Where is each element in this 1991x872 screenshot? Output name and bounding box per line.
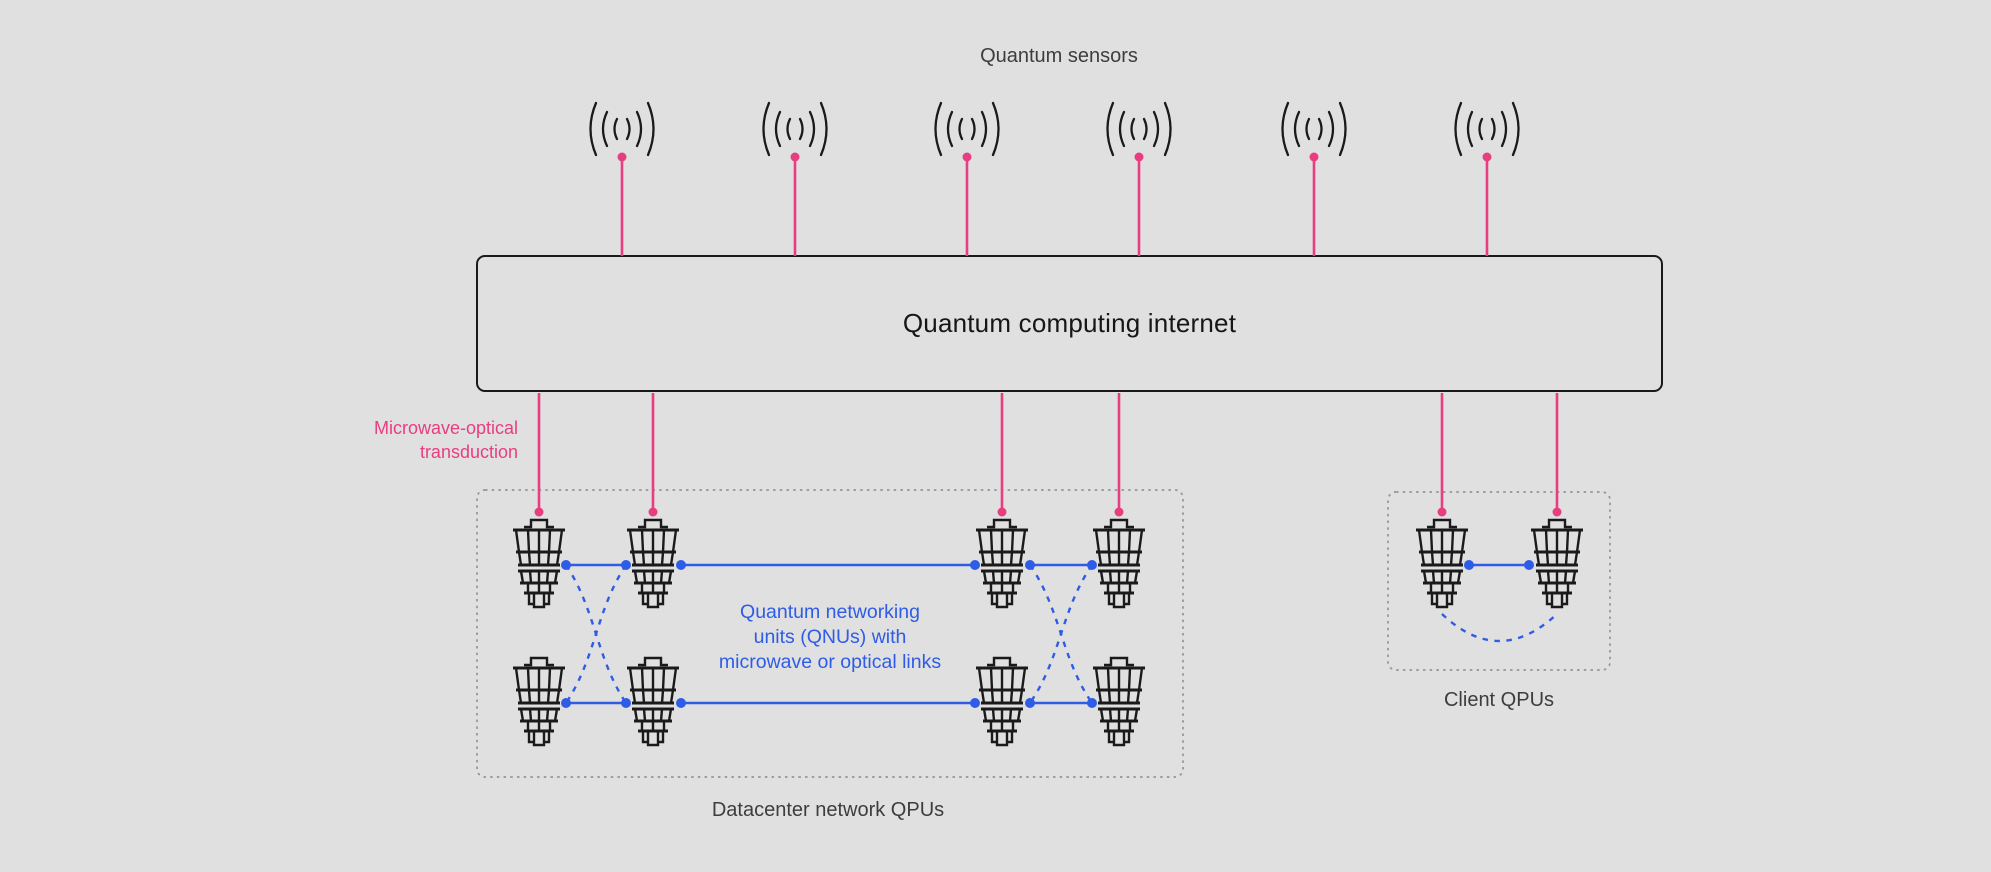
transduction-lines xyxy=(537,393,1559,512)
radio-wave-sensor-icon xyxy=(757,101,833,171)
sensor-link-dots xyxy=(617,152,1492,162)
datacenter-label: Datacenter network QPUs xyxy=(711,799,945,821)
transduction-dots xyxy=(534,507,1562,517)
cryostat-qpu-icon xyxy=(513,515,565,609)
radio-wave-sensor-icon xyxy=(1101,101,1177,171)
cryostat-qpu-icon xyxy=(976,515,1028,609)
microwave-optical-transduction-label: Microwave-optical transduction xyxy=(373,418,518,463)
quantum-sensors-label: Quantum sensors xyxy=(980,45,1138,67)
quantum-computing-internet-box: Quantum computing internet xyxy=(476,255,1663,392)
cryostat-qpu-icon xyxy=(1416,515,1468,609)
sensor-link-lines xyxy=(620,157,1489,256)
qnu-link-dots xyxy=(561,560,1534,708)
radio-wave-sensor-icon xyxy=(1449,101,1525,171)
cryostat-qpu-icon xyxy=(1093,653,1145,747)
cryostat-qpu-icon xyxy=(513,653,565,747)
radio-wave-sensor-icon xyxy=(584,101,660,171)
client-link-curve xyxy=(1441,613,1558,643)
qnu-link-lines xyxy=(566,563,1529,705)
radio-wave-sensor-icon xyxy=(1276,101,1352,171)
cryostat-qpu-icon xyxy=(976,653,1028,747)
cryostat-qpu-icon xyxy=(627,653,679,747)
cryostat-qpu-icon xyxy=(627,515,679,609)
cryostat-qpu-icon xyxy=(1531,515,1583,609)
cryostat-qpu-icon xyxy=(1093,515,1145,609)
qnu-entangle-curves xyxy=(565,564,1558,704)
radio-wave-sensor-icon xyxy=(929,101,1005,171)
quantum-computing-internet-title: Quantum computing internet xyxy=(902,308,1237,338)
qnu-caption: Quantum networking units (QNUs) with mic… xyxy=(718,601,942,673)
client-label: Client QPUs xyxy=(1443,689,1555,711)
